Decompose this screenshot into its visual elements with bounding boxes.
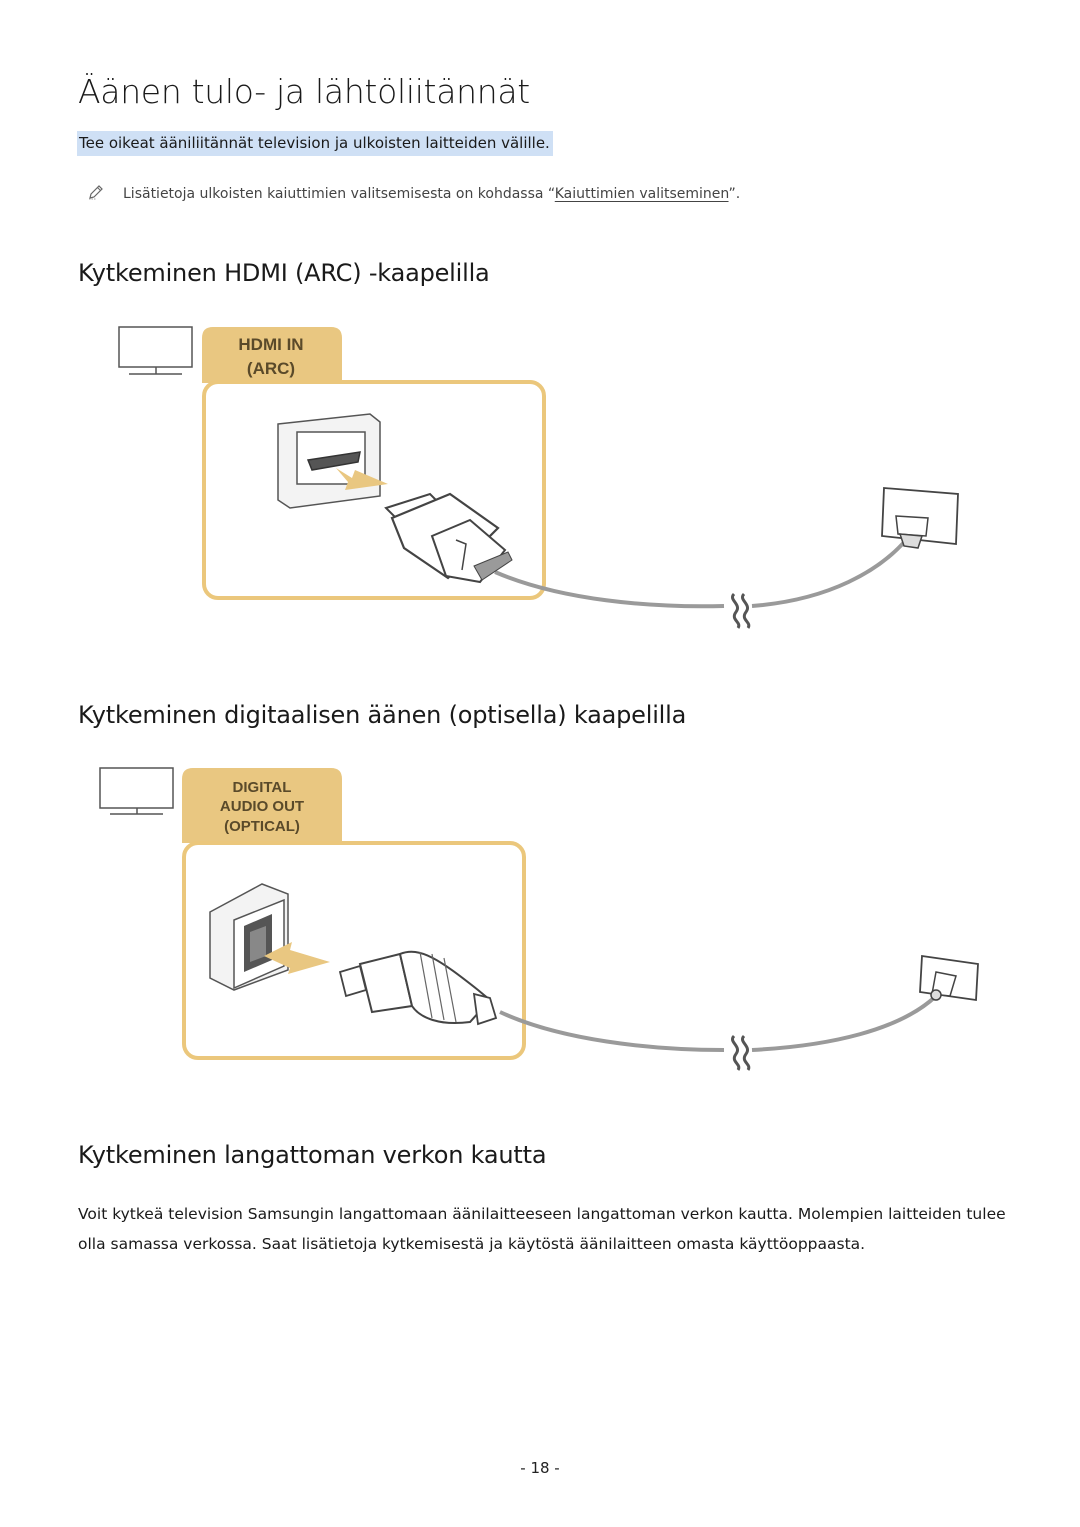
port-label-line: (OPTICAL) [224, 818, 300, 835]
cable [499, 1010, 725, 1052]
section-heading-hdmi: Kytkeminen HDMI (ARC) -kaapelilla [78, 259, 490, 287]
intro-highlight: Tee oikeat ääniliitännät television ja u… [77, 131, 553, 156]
wireless-description: Voit kytkeä television Samsungin langatt… [78, 1205, 1006, 1253]
cable [751, 994, 938, 1052]
cable-break-icon [731, 1034, 741, 1071]
device-optical-port-icon [919, 954, 979, 1002]
note: Lisätietoja ulkoisten kaiuttimien valits… [88, 185, 741, 202]
tv-icon [118, 326, 193, 375]
optical-port-icon [209, 883, 289, 991]
port-label-tab [202, 327, 342, 383]
tv-icon [99, 767, 174, 815]
hdmi-arc-diagram: HDMI IN (ARC) [118, 326, 959, 629]
device-hdmi-port-icon [881, 487, 959, 549]
port-label-line: AUDIO OUT [220, 798, 304, 815]
section-heading-wireless: Kytkeminen langattoman verkon kautta [78, 1141, 547, 1169]
note-text: Lisätietoja ulkoisten kaiuttimien valits… [123, 186, 741, 202]
port-label-line: HDMI IN [238, 335, 303, 354]
hdmi-plug-icon [384, 492, 513, 584]
section-heading-optical: Kytkeminen digitaalisen äänen (optisella… [78, 701, 687, 729]
cable [494, 570, 725, 609]
port-label-line: (ARC) [247, 359, 295, 378]
page-title: Äänen tulo- ja lähtöliitännät [78, 72, 530, 111]
cable-break-icon [731, 592, 741, 629]
optical-plug-icon [338, 950, 498, 1026]
port-label-line: DIGITAL [233, 779, 292, 796]
insert-arrow [264, 942, 330, 974]
note-link[interactable]: Kaiuttimien valitseminen [554, 186, 729, 202]
cable [751, 538, 908, 608]
optical-diagram: DIGITAL AUDIO OUT (OPTICAL) [99, 767, 979, 1071]
page-number: - 18 - [520, 1459, 560, 1477]
insert-arrow [336, 468, 388, 490]
pencil-note-icon [89, 185, 103, 200]
port-label-tab [182, 768, 342, 843]
hdmi-port-icon [277, 413, 381, 509]
